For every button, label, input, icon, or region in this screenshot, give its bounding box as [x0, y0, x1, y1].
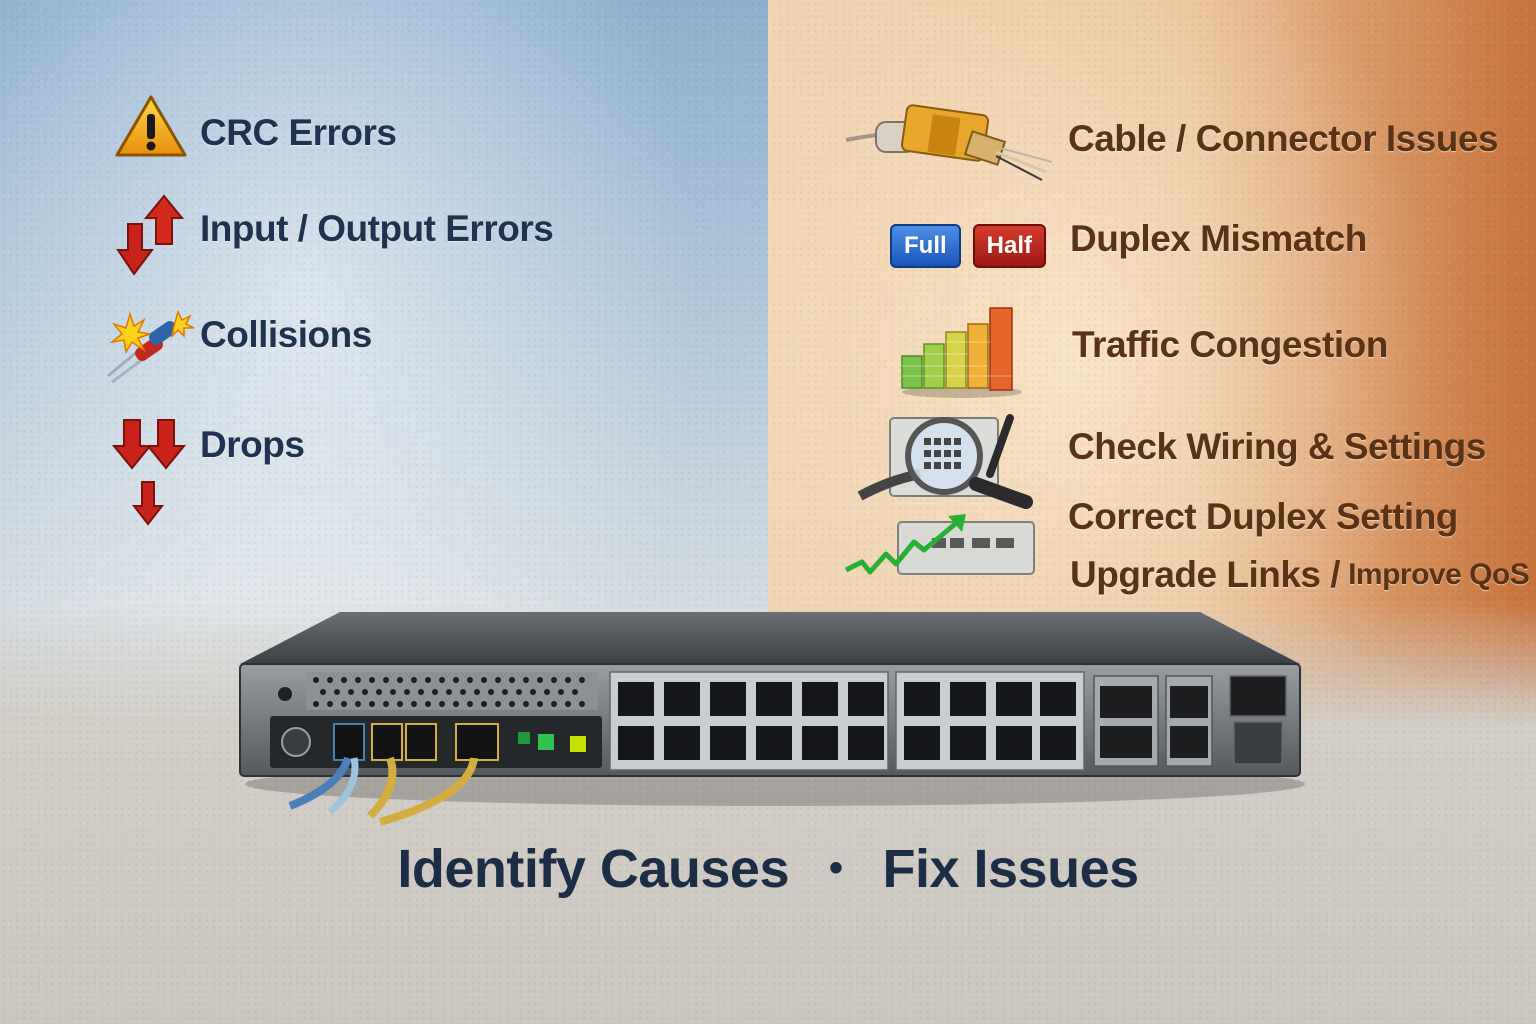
fix-label-check-wiring: Check Wiring & Settings	[1068, 426, 1486, 467]
magnifier-switch-icon	[857, 414, 1033, 509]
network-switch	[239, 612, 1305, 826]
fix-label-correct-duplex: Correct Duplex Setting	[1068, 496, 1458, 537]
bar-graph-icon	[901, 307, 1022, 398]
collision-icon	[107, 309, 195, 384]
fix-label-cable-connector: Cable / Connector Issues	[1068, 118, 1499, 159]
fix-label-upgrade-links: Upgrade Links /	[1070, 554, 1341, 595]
full-badge: Full	[890, 224, 961, 268]
cause-label-io-errors: Input / Output Errors	[200, 208, 554, 249]
fix-label-traffic-congestion: Traffic Congestion	[1072, 324, 1388, 365]
footer-title: Identify Causes • Fix Issues	[0, 838, 1536, 900]
cause-label-collisions: Collisions	[200, 314, 372, 355]
duplex-badges-icon: Full Half	[890, 224, 1058, 268]
half-badge: Half	[972, 224, 1046, 268]
footer-identify-causes: Identify Causes	[397, 839, 789, 899]
footer-separator: •	[828, 846, 843, 890]
vent-grille	[306, 672, 598, 710]
port-block-1	[609, 671, 889, 771]
cable-connector-icon	[846, 104, 1053, 181]
up-down-arrows-icon	[116, 194, 185, 276]
down-arrows-icon	[112, 419, 186, 526]
cause-label-crc-errors: CRC Errors	[200, 112, 397, 153]
port-block-2	[895, 671, 1085, 771]
switch-trend-icon	[844, 514, 1035, 575]
sfp-block	[1093, 675, 1287, 767]
switch-top	[240, 612, 1300, 664]
cause-label-drops: Drops	[200, 424, 305, 465]
fix-label-improve-qos: Improve QoS	[1348, 558, 1530, 591]
warning-icon	[115, 95, 187, 157]
footer-fix-issues: Fix Issues	[882, 839, 1140, 899]
fix-label-duplex-mismatch: Duplex Mismatch	[1070, 218, 1367, 259]
